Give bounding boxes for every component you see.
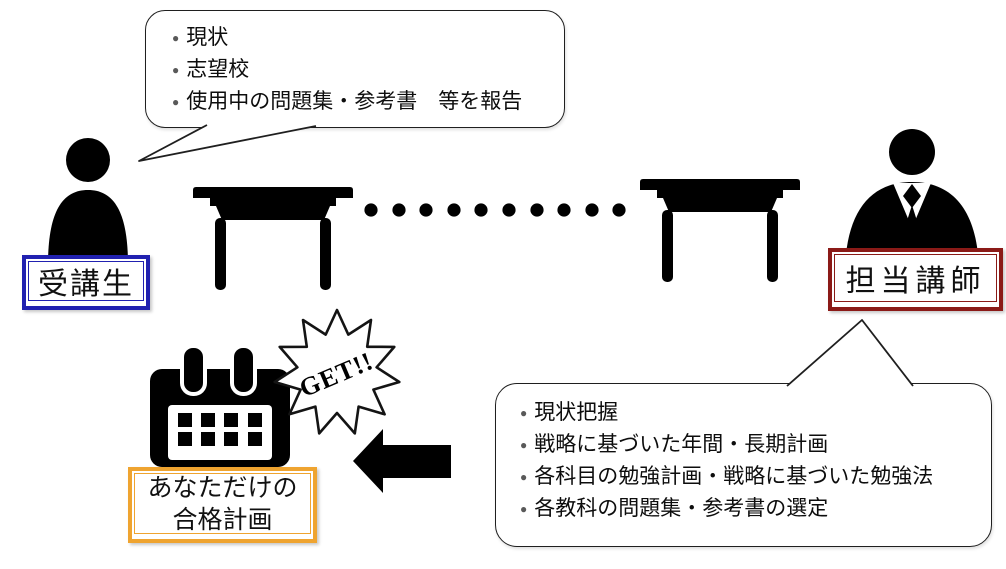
- burst-text: GET!!: [295, 346, 377, 403]
- bullet-icon: ●: [520, 470, 528, 484]
- dots-separator: [364, 203, 626, 217]
- bubble-item: ● 戦略に基づいた年間・長期計画: [520, 430, 977, 462]
- bullet-icon: ●: [172, 31, 180, 45]
- starburst-icon: GET!!: [273, 308, 401, 435]
- bubble-item-text: 現状: [186, 26, 229, 49]
- bubble-item-text: 戦略に基づいた年間・長期計画: [534, 433, 829, 456]
- student-bubble-tail: [138, 124, 317, 162]
- student-label-plate: 受講生: [22, 255, 150, 310]
- bubble-item: ● 各教科の問題集・参考書の選定: [520, 494, 977, 526]
- plan-label-line2: 合格計画: [172, 505, 273, 534]
- left-arrow-icon: [353, 429, 451, 493]
- bubble-item-text: 現状把握: [534, 401, 619, 424]
- instructor-bubble-tail: [786, 319, 914, 387]
- bullet-icon: ●: [520, 406, 528, 420]
- student-speech-bubble: ● 現状 ● 志望校 ● 使用中の問題集・参考書 等を報告: [145, 10, 565, 128]
- student-label-text: 受講生: [38, 268, 134, 301]
- student-bubble-list: ● 現状 ● 志望校 ● 使用中の問題集・参考書 等を報告: [172, 23, 548, 119]
- bullet-icon: ●: [520, 438, 528, 452]
- instructor-bubble-list: ● 現状把握 ● 戦略に基づいた年間・長期計画 ● 各科目の勉強計画・戦略に基づいた勉…: [520, 398, 977, 526]
- bubble-item: ● 志望校: [172, 55, 548, 87]
- bubble-item-text: 使用中の問題集・参考書 等を報告: [186, 90, 523, 113]
- tie-knot: [903, 184, 921, 208]
- desk-icon: [193, 187, 353, 290]
- collar-shape: [893, 183, 931, 228]
- bubble-item: ● 使用中の問題集・参考書 等を報告: [172, 87, 548, 119]
- bullet-icon: ●: [172, 95, 180, 109]
- instructor-label-plate: 担当講師: [828, 248, 1003, 311]
- bubble-item-text: 各科目の勉強計画・戦略に基づいた勉強法: [534, 465, 934, 488]
- bubble-item: ● 各科目の勉強計画・戦略に基づいた勉強法: [520, 462, 977, 494]
- calendar-icon: [150, 344, 290, 467]
- bullet-icon: ●: [520, 502, 528, 516]
- plan-label-line1: あなただけの: [147, 473, 298, 502]
- person-icon: [48, 138, 128, 265]
- bubble-item: ● 現状: [172, 23, 548, 55]
- tie-tail: [906, 205, 918, 252]
- desk-icon: [640, 179, 800, 282]
- bubble-item-text: 各教科の問題集・参考書の選定: [534, 497, 829, 520]
- bubble-item: ● 現状把握: [520, 398, 977, 430]
- plan-label-plate: あなただけの 合格計画: [128, 467, 317, 543]
- instructor-label-text: 担当講師: [845, 265, 986, 298]
- instructor-speech-bubble: ● 現状把握 ● 戦略に基づいた年間・長期計画 ● 各科目の勉強計画・戦略に基づいた勉…: [495, 383, 992, 547]
- bubble-item-text: 志望校: [186, 58, 250, 81]
- bullet-icon: ●: [172, 63, 180, 77]
